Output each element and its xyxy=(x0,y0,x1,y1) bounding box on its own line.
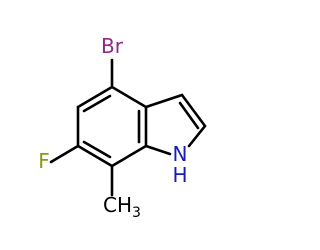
molecule-diagram: Br F N H CH3 xyxy=(38,34,207,221)
bond-c3-c2-inner xyxy=(178,101,200,130)
bond-c7-c7a xyxy=(110,144,148,168)
atom-labels: Br F N H CH3 xyxy=(38,34,187,221)
bonds xyxy=(49,58,207,197)
methyl-label: CH3 xyxy=(103,193,141,221)
bond-c4-c5-inner xyxy=(82,94,112,113)
nitrogen-label: N xyxy=(173,142,188,166)
bond-c2-n1 xyxy=(187,124,207,148)
bond-c6-c7-inner xyxy=(82,140,112,159)
structure-canvas: Br F N H CH3 xyxy=(38,34,207,221)
fluorine-label: F xyxy=(38,149,50,173)
hydrogen-label: H xyxy=(172,163,187,187)
bond-c3a-c3 xyxy=(144,93,184,109)
bond-c3-c2 xyxy=(180,93,207,128)
bromine-label: Br xyxy=(101,34,124,58)
bond-c4-c5 xyxy=(76,85,114,109)
bond-c6-f xyxy=(49,144,80,164)
bond-n1-c7a xyxy=(144,144,172,156)
methyl-subscript: 3 xyxy=(132,205,141,221)
bond-c6-c7 xyxy=(76,144,114,168)
bond-c3a-c4 xyxy=(110,85,148,109)
methyl-main-label: CH xyxy=(103,193,132,217)
